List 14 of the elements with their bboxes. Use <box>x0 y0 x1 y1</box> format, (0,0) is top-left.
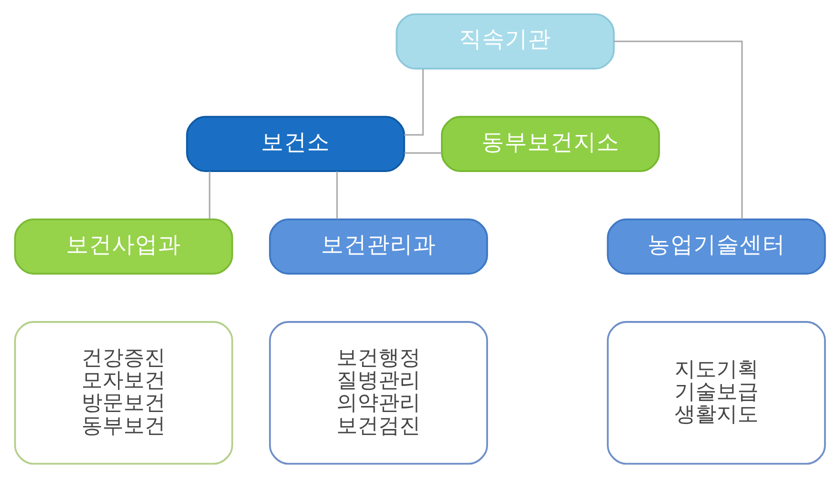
node-box: 농업기술센터 <box>606 218 826 275</box>
node-box: 건강증진 모자보건 방문보건 동부보건 <box>14 321 234 465</box>
node-box: 직속기관 <box>396 13 615 70</box>
node-box: 보건행정 질병관리 의약관리 보건검진 <box>269 321 488 465</box>
connector <box>336 171 338 219</box>
connector <box>208 171 210 219</box>
node-box: 보건관리과 <box>269 218 488 275</box>
node-box: 보건사업과 <box>14 218 234 275</box>
connector <box>404 68 424 136</box>
connector <box>404 152 442 154</box>
node-box: 지도기획 기술보급 생활지도 <box>606 321 826 465</box>
node-box: 동부보건지소 <box>440 116 660 172</box>
connector <box>614 40 743 220</box>
node-box: 보건소 <box>186 116 406 172</box>
